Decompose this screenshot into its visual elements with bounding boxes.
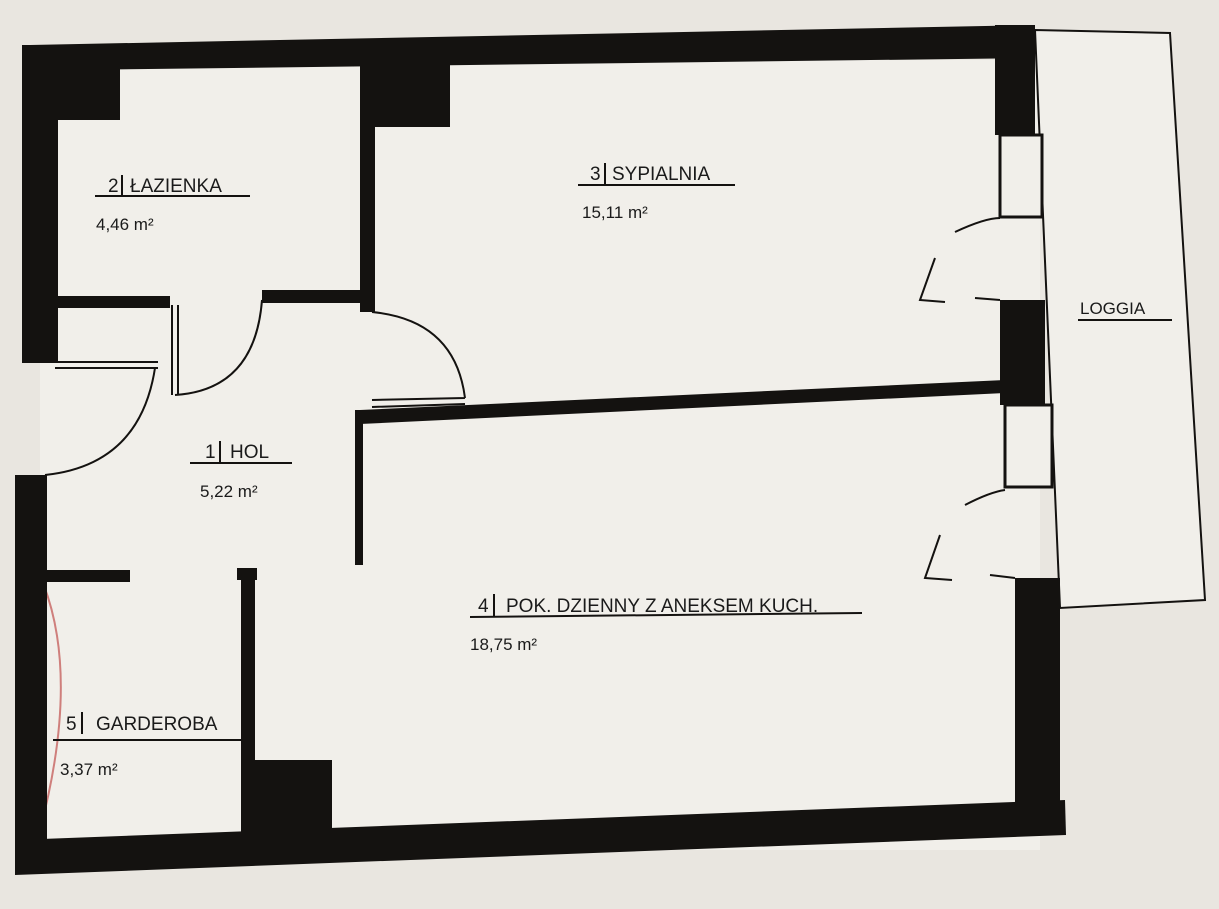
room-name: GARDEROBA xyxy=(96,714,218,735)
room-number: 3 xyxy=(590,164,601,185)
room-name: SYPIALNIA xyxy=(612,164,711,185)
bottom-wall xyxy=(15,800,1066,875)
room-number: 2 xyxy=(108,176,119,197)
room-area: 4,46 m² xyxy=(96,215,154,234)
left-wall-upper xyxy=(22,45,58,363)
room-area: 15,11 m² xyxy=(582,203,648,222)
loggia-name: LOGGIA xyxy=(1080,299,1146,318)
loggia-label: LOGGIA xyxy=(1078,299,1172,321)
window-bedroom xyxy=(998,133,1044,219)
room-label-garderoba: 5 GARDEROBA 3,37 m² xyxy=(53,712,242,779)
bath-bottom-wall-right xyxy=(262,290,362,303)
door-entrance xyxy=(44,361,158,476)
room-area: 5,22 m² xyxy=(200,482,258,501)
door-bathroom xyxy=(171,299,263,396)
hol-wall-right xyxy=(355,410,363,565)
room-area: 3,37 m² xyxy=(60,760,118,779)
room-label-bathroom: 2 ŁAZIENKA 4,46 m² xyxy=(95,175,250,234)
door-bedroom-balcony xyxy=(918,217,1001,303)
room-number: 5 xyxy=(66,714,77,735)
bedroom-living-wall xyxy=(360,380,1005,424)
room-name: ŁAZIENKA xyxy=(130,176,222,197)
right-wall-middle xyxy=(1000,300,1045,405)
room-number: 1 xyxy=(205,442,216,463)
right-wall-bottom xyxy=(1015,578,1060,808)
corner-block-living xyxy=(250,760,332,842)
room-name: POK. DZIENNY Z ANEKSEM KUCH. xyxy=(506,596,818,617)
room-number: 4 xyxy=(478,596,489,617)
room-area: 18,75 m² xyxy=(470,635,537,654)
doors xyxy=(44,217,1016,581)
top-wall xyxy=(30,25,1035,80)
left-wall-lower xyxy=(15,475,47,870)
bath-bottom-wall-left xyxy=(55,296,170,308)
window-living xyxy=(1003,403,1054,489)
right-wall-top xyxy=(995,25,1035,135)
floor-area xyxy=(40,60,1040,850)
hol-bottom-wall-left xyxy=(45,570,130,582)
room-name: HOL xyxy=(230,442,269,463)
room-label-living: 4 POK. DZIENNY Z ANEKSEM KUCH. 18,75 m² xyxy=(469,594,863,654)
bath-right-wall xyxy=(360,62,375,312)
door-living-balcony xyxy=(923,489,1016,581)
walls xyxy=(15,25,1066,875)
door-bedroom xyxy=(371,311,466,408)
room-label-bedroom: 3 SYPIALNIA 15,11 m² xyxy=(578,163,735,222)
corner-block-bedroom xyxy=(362,62,450,127)
room-label-hol: 1 HOL 5,22 m² xyxy=(190,441,292,501)
corner-block-bath xyxy=(58,68,120,120)
